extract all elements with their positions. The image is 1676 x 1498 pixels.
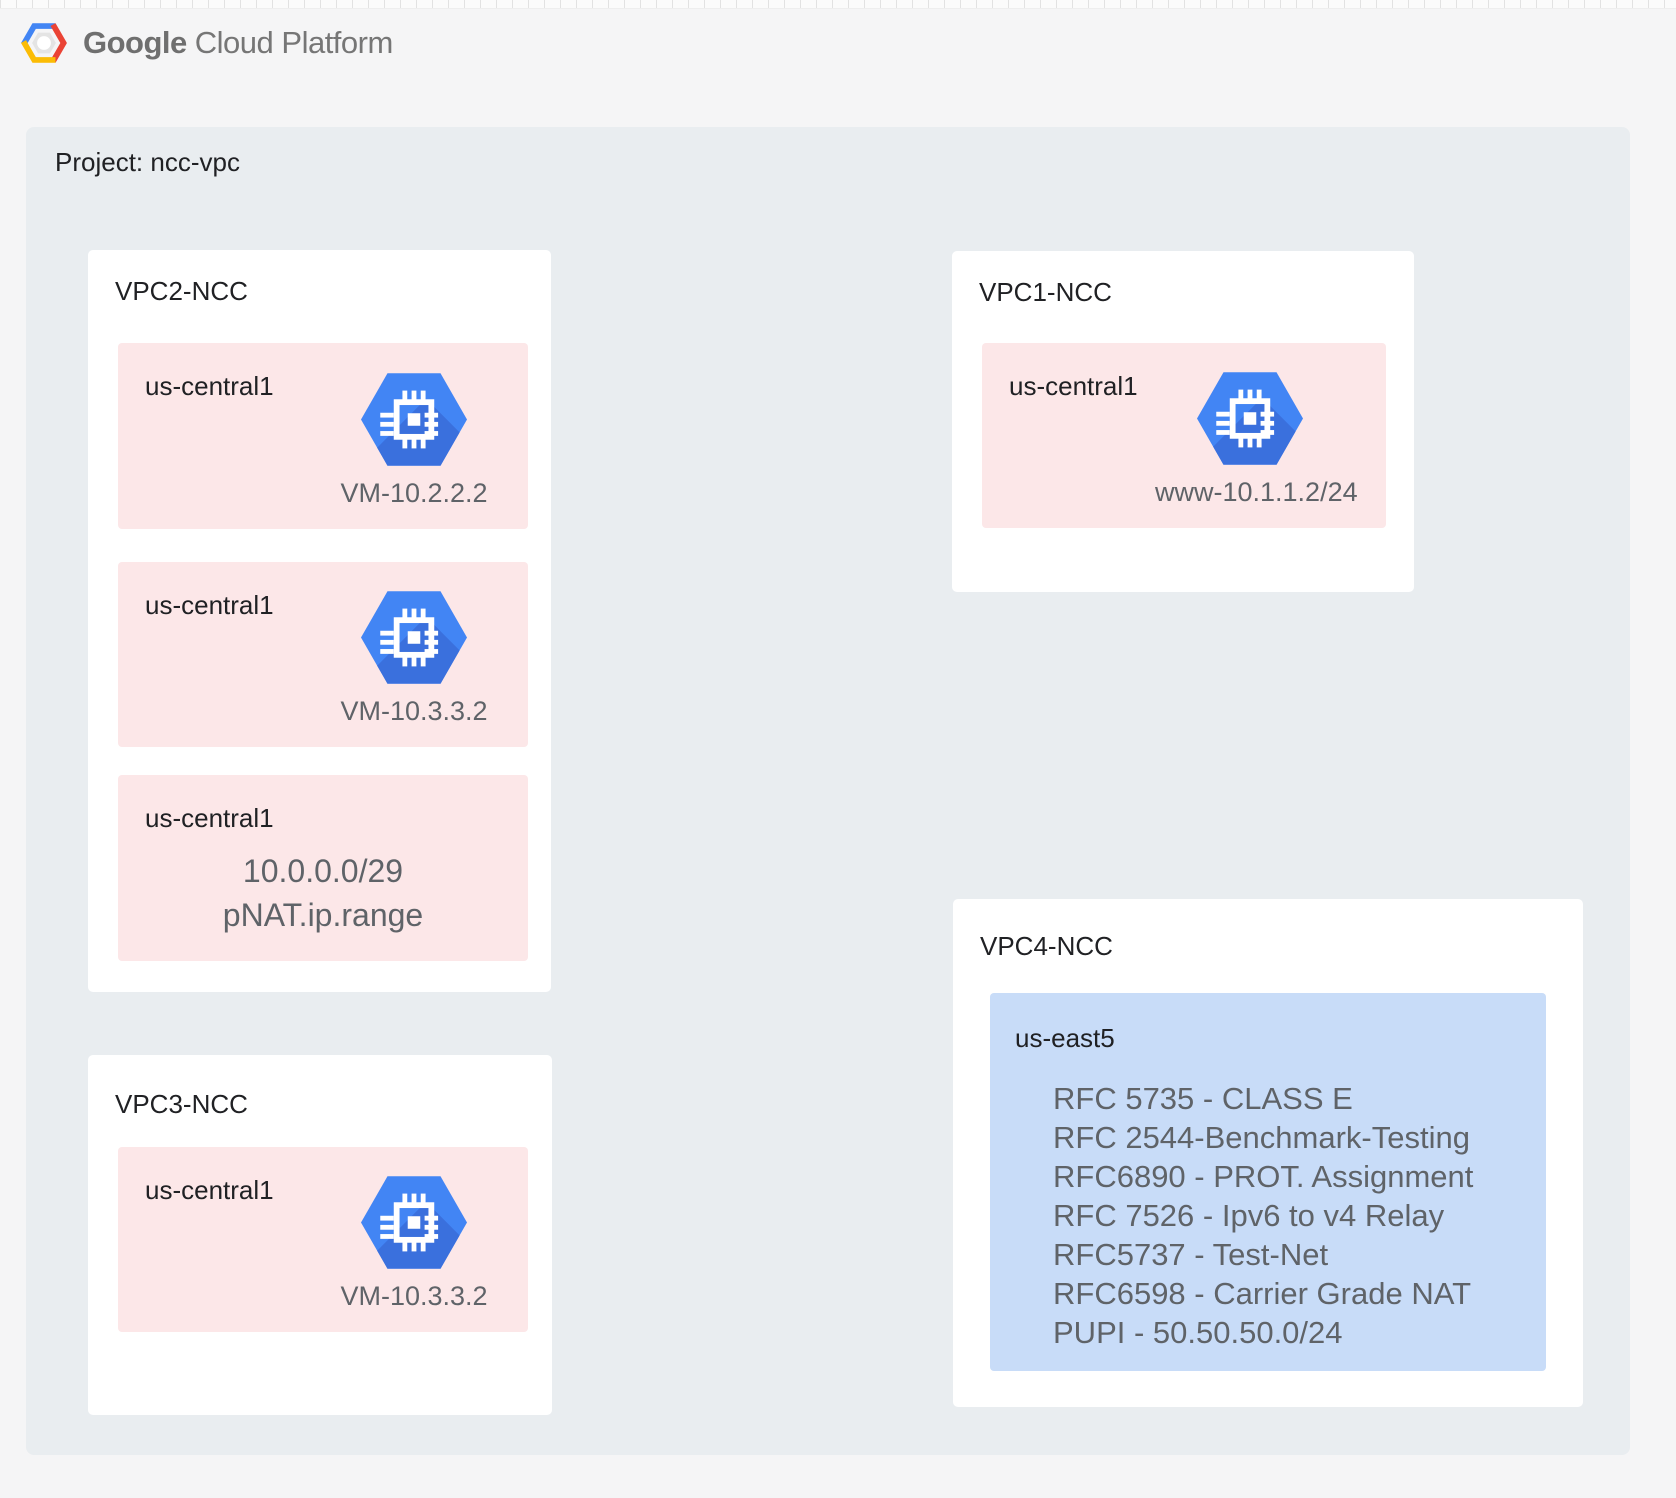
vpc4-subnet-us-east5: us-east5 RFC 5735 - CLASS E RFC 2544-Ben… xyxy=(990,993,1546,1371)
logo-google-text: Google xyxy=(83,25,187,60)
vpc3-title: VPC3-NCC xyxy=(115,1089,248,1119)
vpc2-subnet-3: us-central1 10.0.0.0/29 pNAT.ip.range xyxy=(118,775,528,961)
vpc1-title: VPC1-NCC xyxy=(979,277,1112,307)
vm-instance-label: VM-10.3.3.2 xyxy=(340,1281,488,1311)
rfc-range-item: RFC 7526 - Ipv6 to v4 Relay xyxy=(1053,1198,1445,1233)
vm-instance-label: VM-10.3.3.2 xyxy=(340,696,488,726)
region-label: us-central1 xyxy=(145,371,274,401)
compute-engine-icon xyxy=(1197,370,1303,467)
ip-range-value: 10.0.0.0/29 xyxy=(242,853,404,889)
vm-instance: VM-10.3.3.2 xyxy=(319,589,509,727)
vpc1-ncc-card: VPC1-NCC us-central1 www-10.1.1.2/24 xyxy=(952,251,1414,592)
logo-cloud-platform-text: Cloud Platform xyxy=(194,25,394,60)
vpc2-subnet-1: us-central1 VM-10.2.2.2 xyxy=(118,343,528,529)
region-label: us-central1 xyxy=(1009,371,1138,401)
vpc3-subnet-1: us-central1 VM-10.3.3.2 xyxy=(118,1147,528,1332)
region-label: us-central1 xyxy=(145,590,274,620)
compute-engine-icon xyxy=(361,589,467,686)
rfc-range-item: RFC6890 - PROT. Assignment xyxy=(1053,1159,1474,1194)
project-label: Project: ncc-vpc xyxy=(55,147,240,177)
gcp-hexagon-logo-icon xyxy=(21,23,67,63)
region-label: us-central1 xyxy=(145,1175,274,1205)
vpc2-subnet-2: us-central1 VM-10.3.3.2 xyxy=(118,562,528,747)
ip-range-name: pNAT.ip.range xyxy=(222,897,424,933)
vm-instance: VM-10.3.3.2 xyxy=(319,1174,509,1312)
vpc3-ncc-card: VPC3-NCC us-central1 VM-10.3.3.2 xyxy=(88,1055,552,1415)
vpc4-title: VPC4-NCC xyxy=(980,931,1113,961)
region-label: us-east5 xyxy=(1015,1023,1115,1053)
vm-instance-label: VM-10.2.2.2 xyxy=(340,478,488,508)
vpc2-ncc-card: VPC2-NCC us-central1 VM-10.2.2.2 us-cent… xyxy=(88,250,551,992)
rfc-range-item: RFC5737 - Test-Net xyxy=(1053,1237,1329,1272)
vm-instance: www-10.1.1.2/24 xyxy=(1155,370,1358,508)
region-label: us-central1 xyxy=(145,803,274,833)
ip-range-lines: 10.0.0.0/29 pNAT.ip.range xyxy=(118,849,528,937)
vpc1-subnet-1: us-central1 www-10.1.1.2/24 xyxy=(982,343,1386,528)
rfc-range-list: RFC 5735 - CLASS E RFC 2544-Benchmark-Te… xyxy=(1053,1079,1473,1352)
rfc-range-item: RFC6598 - Carrier Grade NAT xyxy=(1053,1276,1472,1311)
rfc-range-item: PUPI - 50.50.50.0/24 xyxy=(1053,1315,1343,1350)
project-container: Project: ncc-vpc VPC2-NCC us-central1 VM… xyxy=(26,127,1630,1455)
rfc-range-item: RFC 5735 - CLASS E xyxy=(1053,1081,1353,1116)
canvas-grid-strip xyxy=(0,0,1676,9)
vpc4-ncc-card: VPC4-NCC us-east5 RFC 5735 - CLASS E RFC… xyxy=(953,899,1583,1407)
compute-engine-icon xyxy=(361,1174,467,1271)
vpc2-title: VPC2-NCC xyxy=(115,276,248,306)
vm-instance: VM-10.2.2.2 xyxy=(319,371,509,509)
vm-instance-label: www-10.1.1.2/24 xyxy=(1155,477,1358,507)
compute-engine-icon xyxy=(361,371,467,468)
rfc-range-item: RFC 2544-Benchmark-Testing xyxy=(1053,1120,1470,1155)
